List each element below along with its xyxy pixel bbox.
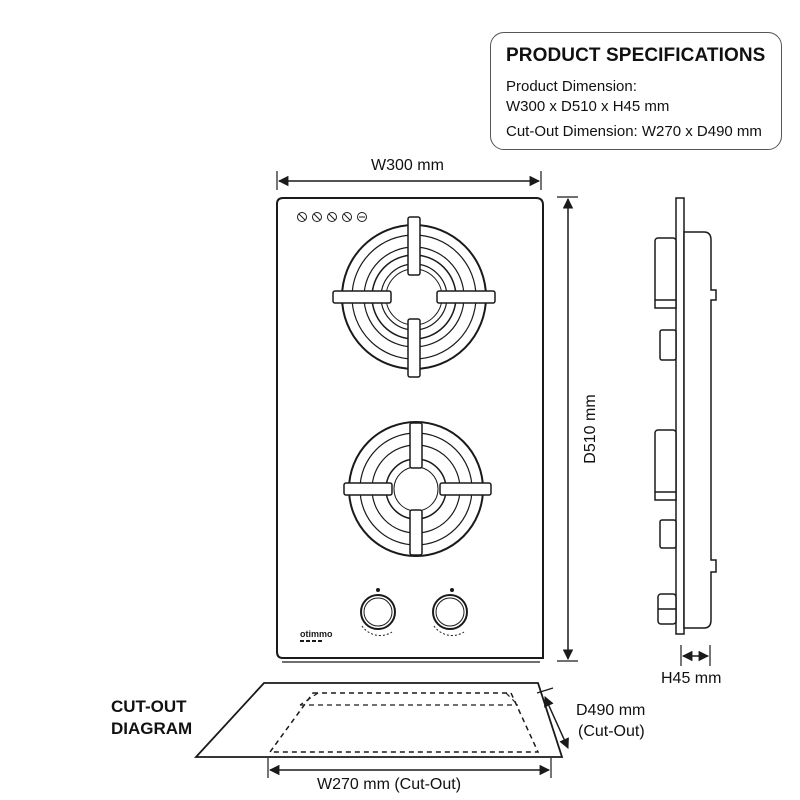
cutout-depth-label-line1: D490 mm	[576, 702, 646, 719]
burner-large-icon	[332, 216, 496, 378]
cutout-diagram	[193, 682, 564, 758]
cutout-title-line1: CUT-OUT	[111, 697, 187, 716]
width-label: W300 mm	[371, 157, 444, 174]
hob-top-view: otimmo	[276, 197, 544, 663]
control-symbols-icon	[297, 212, 367, 222]
width-dimension	[276, 171, 542, 190]
cutout-depth-dimension	[536, 687, 569, 749]
product-specifications-box: PRODUCT SPECIFICATIONS Product Dimension…	[490, 32, 782, 150]
height-dimension	[680, 645, 711, 666]
specifications-title: PRODUCT SPECIFICATIONS	[506, 45, 766, 66]
hob-side-view	[654, 197, 717, 635]
cutout-dimension: Cut-Out Dimension: W270 x D490 mm	[506, 123, 762, 140]
control-knob-right	[432, 588, 468, 636]
cutout-width-label: W270 mm (Cut-Out)	[317, 776, 462, 793]
cutout-title-line2: DIAGRAM	[111, 719, 193, 738]
svg-text:otimmo: otimmo	[300, 629, 333, 639]
control-knob-left	[360, 588, 396, 636]
cutout-width-dimension	[267, 758, 552, 778]
product-dimension-value: W300 x D510 x H45 mm	[506, 98, 670, 115]
burner-small-icon	[343, 421, 492, 557]
product-dimension-label: Product Dimension:	[506, 78, 637, 95]
depth-dimension	[557, 196, 578, 662]
depth-label: D510 mm	[582, 394, 599, 464]
brand-logo: otimmo	[300, 629, 333, 642]
height-label: H45 mm	[661, 670, 722, 687]
cutout-depth-label-line2: (Cut-Out)	[578, 723, 645, 740]
